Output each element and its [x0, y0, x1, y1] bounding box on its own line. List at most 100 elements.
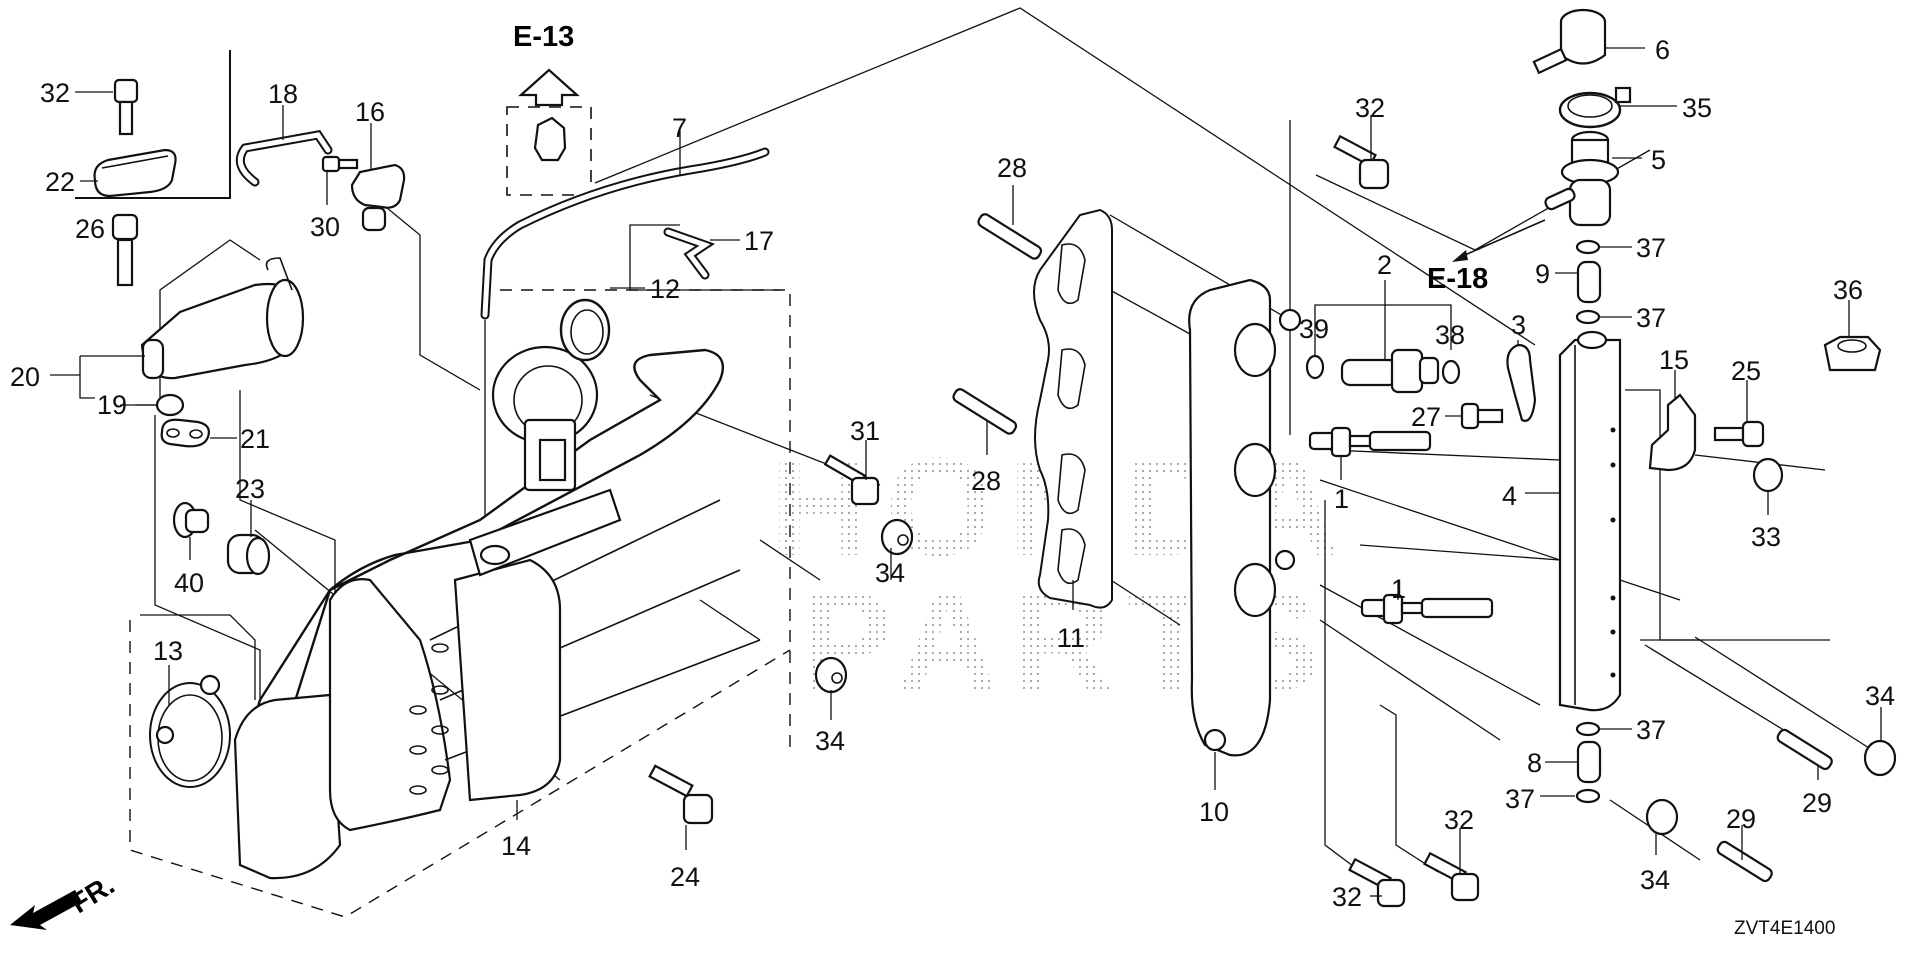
callout-16[interactable]: 16	[355, 97, 385, 127]
callout-5[interactable]: 5	[1651, 145, 1666, 175]
part-bolt-32-topleft[interactable]	[113, 78, 139, 136]
callout-38[interactable]: 38	[1435, 320, 1465, 350]
callout-8[interactable]: 8	[1527, 748, 1542, 778]
part-clamp-22[interactable]	[93, 148, 177, 198]
callout-37-c[interactable]: 37	[1636, 715, 1666, 745]
callout-10[interactable]: 10	[1199, 797, 1229, 827]
part-stud-29-right[interactable]	[1776, 728, 1834, 771]
callout-11[interactable]: 11	[1057, 623, 1085, 653]
callout-15[interactable]: 15	[1659, 345, 1689, 375]
callout-32-bottom-b[interactable]: 32	[1444, 805, 1474, 835]
part-hose-joint-17[interactable]	[663, 227, 715, 280]
callout-37-a[interactable]: 37	[1636, 233, 1666, 263]
part-bolt-31[interactable]	[823, 454, 880, 506]
callout-18[interactable]: 18	[268, 79, 298, 109]
callout-7[interactable]: 7	[672, 113, 687, 143]
callout-13[interactable]: 13	[153, 636, 183, 666]
part-grommet-23[interactable]	[226, 533, 271, 576]
part-o-ring-37-d[interactable]	[1575, 788, 1601, 804]
part-holder-36[interactable]	[1823, 335, 1882, 372]
part-collar-40[interactable]	[172, 501, 210, 539]
part-seal-19[interactable]	[155, 393, 185, 417]
callout-24[interactable]: 24	[670, 862, 700, 892]
part-o-ring-39[interactable]	[1305, 354, 1325, 380]
callout-37-b[interactable]: 37	[1636, 303, 1666, 333]
callout-31[interactable]: 31	[850, 416, 880, 446]
callout-20[interactable]: 20	[10, 362, 40, 392]
part-bolt-32-bottom-b[interactable]	[1423, 851, 1480, 902]
part-clip-3[interactable]	[1506, 343, 1537, 422]
part-injector-2[interactable]	[1340, 348, 1440, 394]
part-bolt-32-center[interactable]	[1333, 134, 1390, 190]
callout-28-lower[interactable]: 28	[971, 466, 1001, 496]
part-nut-33[interactable]	[1752, 457, 1784, 493]
part-stud-28-upper[interactable]	[977, 212, 1043, 260]
callout-35[interactable]: 35	[1682, 93, 1712, 123]
part-bracket-15[interactable]	[1648, 393, 1697, 472]
part-valve-20[interactable]	[140, 257, 305, 380]
part-manifold-gasket-11[interactable]	[1033, 208, 1113, 609]
part-hose-18[interactable]	[235, 130, 333, 187]
callout-25[interactable]: 25	[1731, 356, 1761, 386]
part-nut-34-bottom[interactable]	[1645, 798, 1679, 836]
part-intake-manifold-14[interactable]	[233, 345, 761, 880]
callout-21[interactable]: 21	[240, 424, 270, 454]
callout-40[interactable]: 40	[174, 568, 204, 598]
part-bolt-32-bottom-a[interactable]	[1348, 857, 1406, 908]
part-stud-28-lower[interactable]	[952, 387, 1018, 435]
callout-32[interactable]: 32	[40, 78, 70, 108]
part-o-ring-37-a[interactable]	[1575, 239, 1601, 255]
callout-32-bottom-a[interactable]: 32	[1332, 882, 1362, 912]
callout-28-upper[interactable]: 28	[997, 153, 1027, 183]
reference-e13[interactable]: E-13	[513, 21, 574, 53]
callout-1-upper[interactable]: 1	[1334, 484, 1349, 514]
callout-34-right[interactable]: 34	[1865, 681, 1895, 711]
callout-32-center[interactable]: 32	[1355, 93, 1385, 123]
callout-4[interactable]: 4	[1502, 481, 1517, 511]
callout-19[interactable]: 19	[97, 390, 127, 420]
part-sensor-16[interactable]	[350, 163, 406, 232]
callout-1-lower[interactable]: 1	[1391, 574, 1406, 604]
part-stud-bolt-1-upper[interactable]	[1308, 426, 1432, 458]
part-o-ring-37-c[interactable]	[1575, 721, 1601, 737]
part-nut-34-right[interactable]	[1863, 739, 1897, 777]
callout-9[interactable]: 9	[1535, 259, 1550, 289]
reference-e18[interactable]: E-18	[1427, 263, 1488, 295]
callout-29-bottom[interactable]: 29	[1726, 804, 1756, 834]
callout-30[interactable]: 30	[310, 212, 340, 242]
part-gasket-13[interactable]	[149, 674, 231, 788]
callout-3[interactable]: 3	[1511, 310, 1526, 340]
part-o-ring-37-b[interactable]	[1575, 309, 1601, 325]
part-joint-8[interactable]	[1576, 740, 1602, 784]
part-fuel-rail-4[interactable]	[1558, 330, 1622, 712]
part-stud-29-bottom[interactable]	[1716, 840, 1774, 883]
part-joint-9[interactable]	[1576, 260, 1602, 304]
callout-2[interactable]: 2	[1377, 250, 1392, 280]
part-pressure-regulator-5[interactable]	[1544, 130, 1620, 227]
part-bolt-26[interactable]	[111, 213, 139, 287]
part-nut-34-upper[interactable]	[880, 518, 914, 556]
part-bolt-24[interactable]	[648, 764, 714, 825]
callout-22[interactable]: 22	[45, 167, 75, 197]
callout-34-upper[interactable]: 34	[875, 558, 905, 588]
callout-33[interactable]: 33	[1751, 522, 1781, 552]
part-o-ring-38[interactable]	[1441, 359, 1461, 385]
part-tube-7[interactable]	[480, 147, 770, 320]
part-bolt-25[interactable]	[1713, 420, 1765, 448]
part-clamp-35[interactable]	[1558, 86, 1632, 129]
callout-26[interactable]: 26	[75, 214, 105, 244]
callout-39[interactable]: 39	[1299, 314, 1329, 344]
callout-29-right[interactable]: 29	[1802, 788, 1832, 818]
callout-14[interactable]: 14	[501, 831, 531, 861]
part-o-ring-12[interactable]	[559, 298, 611, 362]
part-gasket-21[interactable]	[160, 418, 210, 448]
part-regulator-cap-6[interactable]	[1532, 8, 1607, 75]
callout-12[interactable]: 12	[650, 274, 680, 304]
callout-23[interactable]: 23	[235, 474, 265, 504]
callout-17[interactable]: 17	[744, 226, 774, 256]
callout-36[interactable]: 36	[1833, 275, 1863, 305]
callout-34-lower[interactable]: 34	[815, 726, 845, 756]
callout-6[interactable]: 6	[1655, 35, 1670, 65]
part-injector-base-10[interactable]	[1188, 278, 1302, 757]
part-bolt-27[interactable]	[1460, 402, 1504, 430]
